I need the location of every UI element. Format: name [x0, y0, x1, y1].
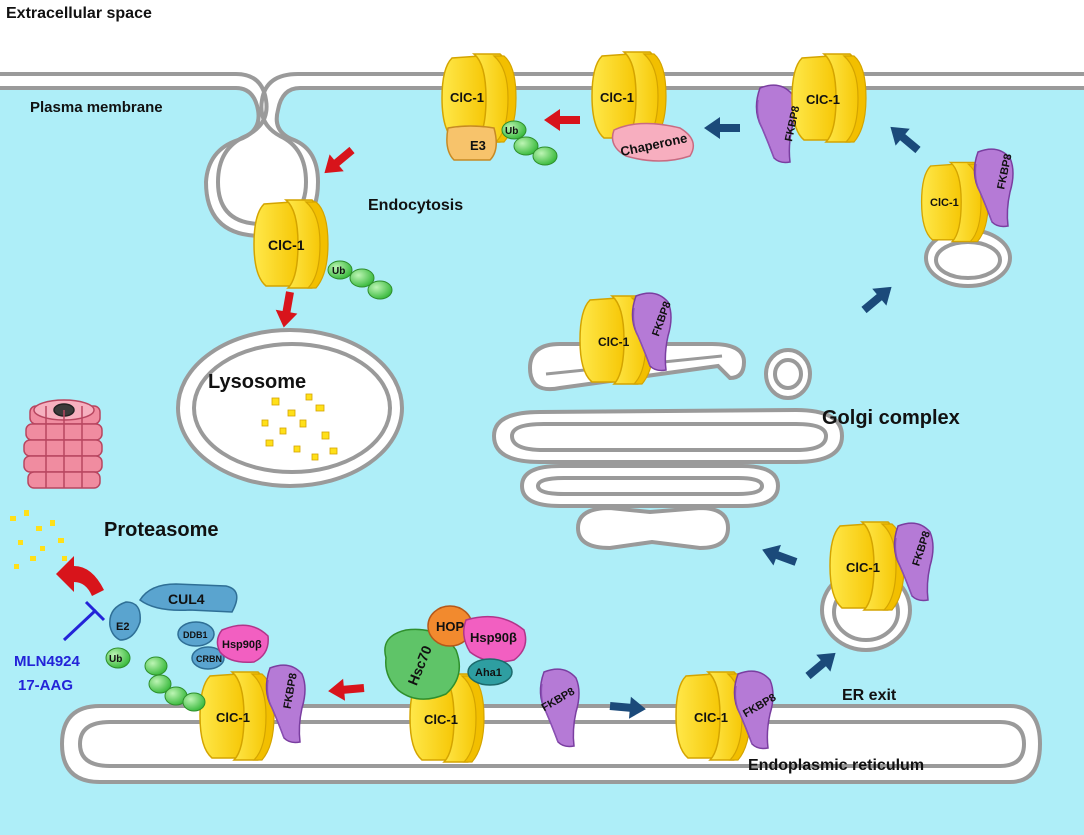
proteasome-label: Proteasome	[104, 519, 219, 541]
crbn	[191, 646, 225, 670]
ub-label-e3: Ub	[505, 126, 518, 137]
chaperone	[611, 122, 695, 162]
ddb1	[177, 621, 215, 647]
clc1-endocytosed: Ub ClC-1	[253, 199, 393, 300]
er-label: Endoplasmic reticulum	[748, 757, 924, 774]
clc1-chaperone-complex: Chaperone ClC-1	[591, 51, 695, 162]
clc1-label-chaperone: ClC-1	[600, 90, 634, 105]
endocytosis-label: Endocytosis	[368, 197, 463, 214]
e3-label: E3	[470, 138, 486, 153]
aha1	[467, 658, 513, 686]
mln4924-label: MLN4924	[14, 653, 81, 670]
arrows	[56, 109, 926, 721]
clc1-hsc70-complex: Hsc70 HOP Hsp90β Aha1 ClC-1	[384, 605, 527, 763]
arrow-to-proteasome	[56, 556, 104, 596]
ddb1-label: DDB1	[183, 630, 208, 640]
hsp90b	[463, 615, 527, 663]
clc1-label-cul4: ClC-1	[216, 710, 250, 725]
clc1-label-vesicle-upper: ClC-1	[930, 197, 959, 209]
clc1-fkbp8-er: ClC-1 FKBP8	[675, 670, 778, 761]
clc1-label-er: ClC-1	[694, 710, 728, 725]
clc1-label-golgi: ClC-1	[598, 335, 630, 349]
ub-label-cul4: Ub	[109, 654, 122, 665]
clc1-fkbp8-golgi: ClC-1 FKBP8	[579, 292, 674, 385]
aha1-label: Aha1	[475, 667, 502, 679]
clc1-label-hsc70: ClC-1	[424, 712, 458, 727]
proteasome-fragments	[10, 510, 67, 569]
hsp90b-label-cul4: Hsp90β	[222, 639, 262, 651]
proteasome	[23, 399, 103, 489]
extracellular-label: Extracellular space	[6, 5, 152, 22]
hsp90b-cul4	[216, 624, 269, 664]
clc1-label-membrane: ClC-1	[806, 92, 840, 107]
plasma-membrane-label: Plasma membrane	[30, 99, 163, 116]
lysosome	[176, 328, 404, 488]
e3-ligase	[446, 125, 497, 161]
endoplasmic-reticulum	[59, 704, 1043, 784]
cul4	[138, 583, 238, 613]
hop-label: HOP	[436, 619, 465, 634]
er-exit-label: ER exit	[842, 687, 897, 704]
clc1-fkbp8-vesicle-lower: ClC-1 FKBP8	[829, 521, 934, 611]
lysosome-fragments	[261, 393, 338, 461]
crbn-label: CRBN	[196, 654, 222, 664]
clc1-fkbp8-vesicle-upper: ClC-1 FKBP8	[920, 148, 1015, 243]
clc1-label-e3: ClC-1	[450, 90, 484, 105]
e2-label: E2	[116, 621, 129, 633]
golgi-label: Golgi complex	[822, 407, 960, 429]
fkbp8-free: FKBP8	[540, 668, 580, 748]
golgi-complex	[491, 342, 845, 551]
e2	[109, 601, 141, 641]
hsc70	[384, 628, 461, 700]
ub-label-endocytosed: Ub	[332, 266, 345, 277]
17aag-label: 17-AAG	[18, 677, 73, 694]
hsp90b-label: Hsp90β	[470, 630, 517, 645]
cul4-label: CUL4	[168, 591, 205, 607]
lysosome-label: Lysosome	[208, 371, 306, 393]
clc1-label-endocytosed: ClC-1	[268, 237, 305, 253]
clc1-e3-complex: E3 Ub ClC-1	[441, 53, 558, 166]
ubiquitin-chain-cul4	[144, 656, 206, 712]
clc1-cul4-complex: ClC-1 FKBP8 CUL4 E2 Ub DDB1 CRBN Hsp90β	[105, 583, 306, 761]
inhibitor-bar	[62, 600, 106, 642]
clc1-label-vesicle-lower: ClC-1	[846, 560, 880, 575]
